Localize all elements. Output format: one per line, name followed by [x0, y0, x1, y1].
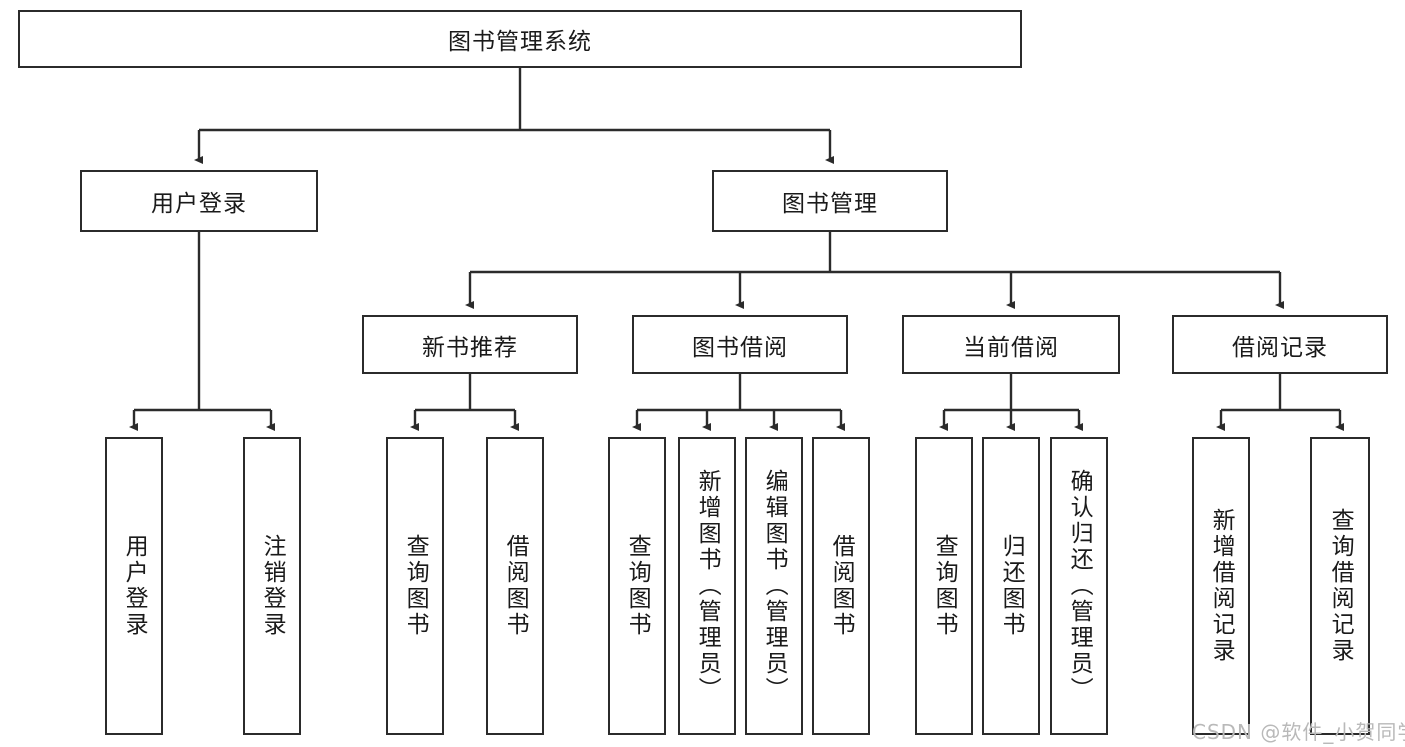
node-label: 新书推荐 [422, 334, 518, 361]
node-label: 当前借阅 [963, 334, 1059, 361]
node-root[interactable]: 图书管理系统 [18, 10, 1022, 68]
leaf-confirm-return-admin[interactable]: 确认归还（管理员） [1050, 437, 1108, 735]
node-current-borrow[interactable]: 当前借阅 [902, 315, 1120, 374]
node-label: 确认归还（管理员） [1066, 469, 1093, 703]
node-user-login[interactable]: 用户登录 [80, 170, 318, 232]
node-label: 查询借阅记录 [1327, 508, 1354, 664]
node-borrow-record[interactable]: 借阅记录 [1172, 315, 1388, 374]
node-label: 新增图书（管理员） [694, 469, 721, 703]
node-label: 借阅图书 [502, 534, 529, 638]
node-label: 归还图书 [998, 534, 1025, 638]
leaf-logout-login[interactable]: 注销登录 [243, 437, 301, 735]
node-label: 用户登录 [121, 534, 148, 638]
node-book-borrow[interactable]: 图书借阅 [632, 315, 848, 374]
node-label: 新增借阅记录 [1208, 508, 1235, 664]
node-label: 借阅记录 [1232, 334, 1328, 361]
csdn-watermark: CSDN @软件_小贺同学 [1192, 720, 1405, 744]
leaf-query-book-borrow[interactable]: 查询图书 [608, 437, 666, 735]
node-label: 查询图书 [624, 534, 651, 638]
node-label: 查询图书 [402, 534, 429, 638]
leaf-return-book[interactable]: 归还图书 [982, 437, 1040, 735]
leaf-query-book-recommend[interactable]: 查询图书 [386, 437, 444, 735]
node-label: 借阅图书 [828, 534, 855, 638]
node-label: 编辑图书（管理员） [761, 469, 788, 703]
leaf-borrow-book-recommend[interactable]: 借阅图书 [486, 437, 544, 735]
node-new-book-recommend[interactable]: 新书推荐 [362, 315, 578, 374]
node-label: 图书管理 [782, 191, 878, 217]
node-label: 注销登录 [259, 534, 286, 638]
leaf-query-borrow-record[interactable]: 查询借阅记录 [1310, 437, 1370, 735]
leaf-borrow-book[interactable]: 借阅图书 [812, 437, 870, 735]
node-label: 查询图书 [931, 534, 958, 638]
node-label: 图书借阅 [692, 334, 788, 361]
leaf-add-borrow-record[interactable]: 新增借阅记录 [1192, 437, 1250, 735]
node-label: 图书管理系统 [448, 29, 592, 55]
leaf-query-book-current[interactable]: 查询图书 [915, 437, 973, 735]
node-label: 用户登录 [151, 191, 247, 217]
leaf-user-login[interactable]: 用户登录 [105, 437, 163, 735]
leaf-edit-book-admin[interactable]: 编辑图书（管理员） [745, 437, 803, 735]
node-book-management[interactable]: 图书管理 [712, 170, 948, 232]
leaf-add-book-admin[interactable]: 新增图书（管理员） [678, 437, 736, 735]
